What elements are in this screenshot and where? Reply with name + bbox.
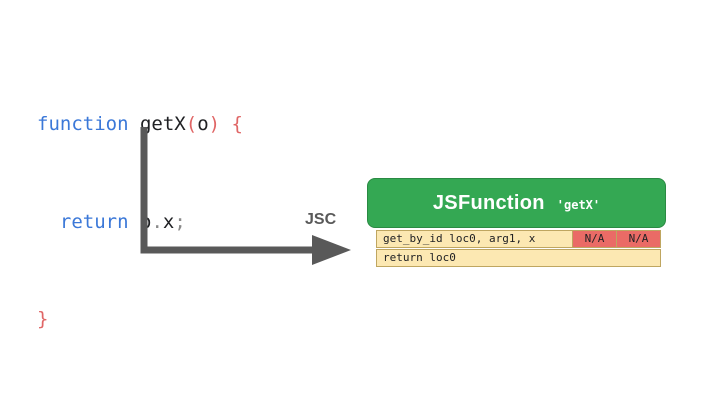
code-line-3: }	[37, 303, 243, 336]
expr-dot: .	[151, 210, 163, 233]
bytecode-instruction: get_by_id loc0, arg1, x	[376, 230, 573, 248]
bytecode-row-1: get_by_id loc0, arg1, x N/A N/A	[376, 230, 661, 248]
param: o	[197, 113, 209, 135]
return-keyword: return	[59, 210, 129, 233]
expr-property: x	[162, 210, 175, 233]
arrow-head	[312, 235, 351, 265]
inline-cache-slot-1: N/A	[573, 230, 617, 248]
bytecode-instruction: return loc0	[376, 249, 661, 267]
open-brace: {	[231, 113, 243, 135]
source-code: function getX(o) { return o.x; }	[37, 43, 243, 368]
function-keyword: function	[37, 113, 129, 135]
close-brace: }	[37, 308, 49, 330]
jsfunction-title: JSFunction	[432, 191, 545, 214]
arrow-line	[140, 127, 318, 254]
function-name: getX	[139, 113, 186, 135]
jsfunction-box: JSFunction 'getX'	[367, 178, 666, 228]
inline-cache-slot-2: N/A	[617, 230, 661, 248]
jsfunction-name: 'getX'	[556, 198, 601, 212]
close-paren: )	[208, 113, 221, 135]
semicolon: ;	[174, 210, 186, 233]
jsc-label: JSC	[305, 211, 337, 228]
bytecode-row-2: return loc0	[376, 249, 661, 267]
open-paren: (	[185, 113, 198, 135]
code-line-1: function getX(o) {	[37, 108, 243, 141]
